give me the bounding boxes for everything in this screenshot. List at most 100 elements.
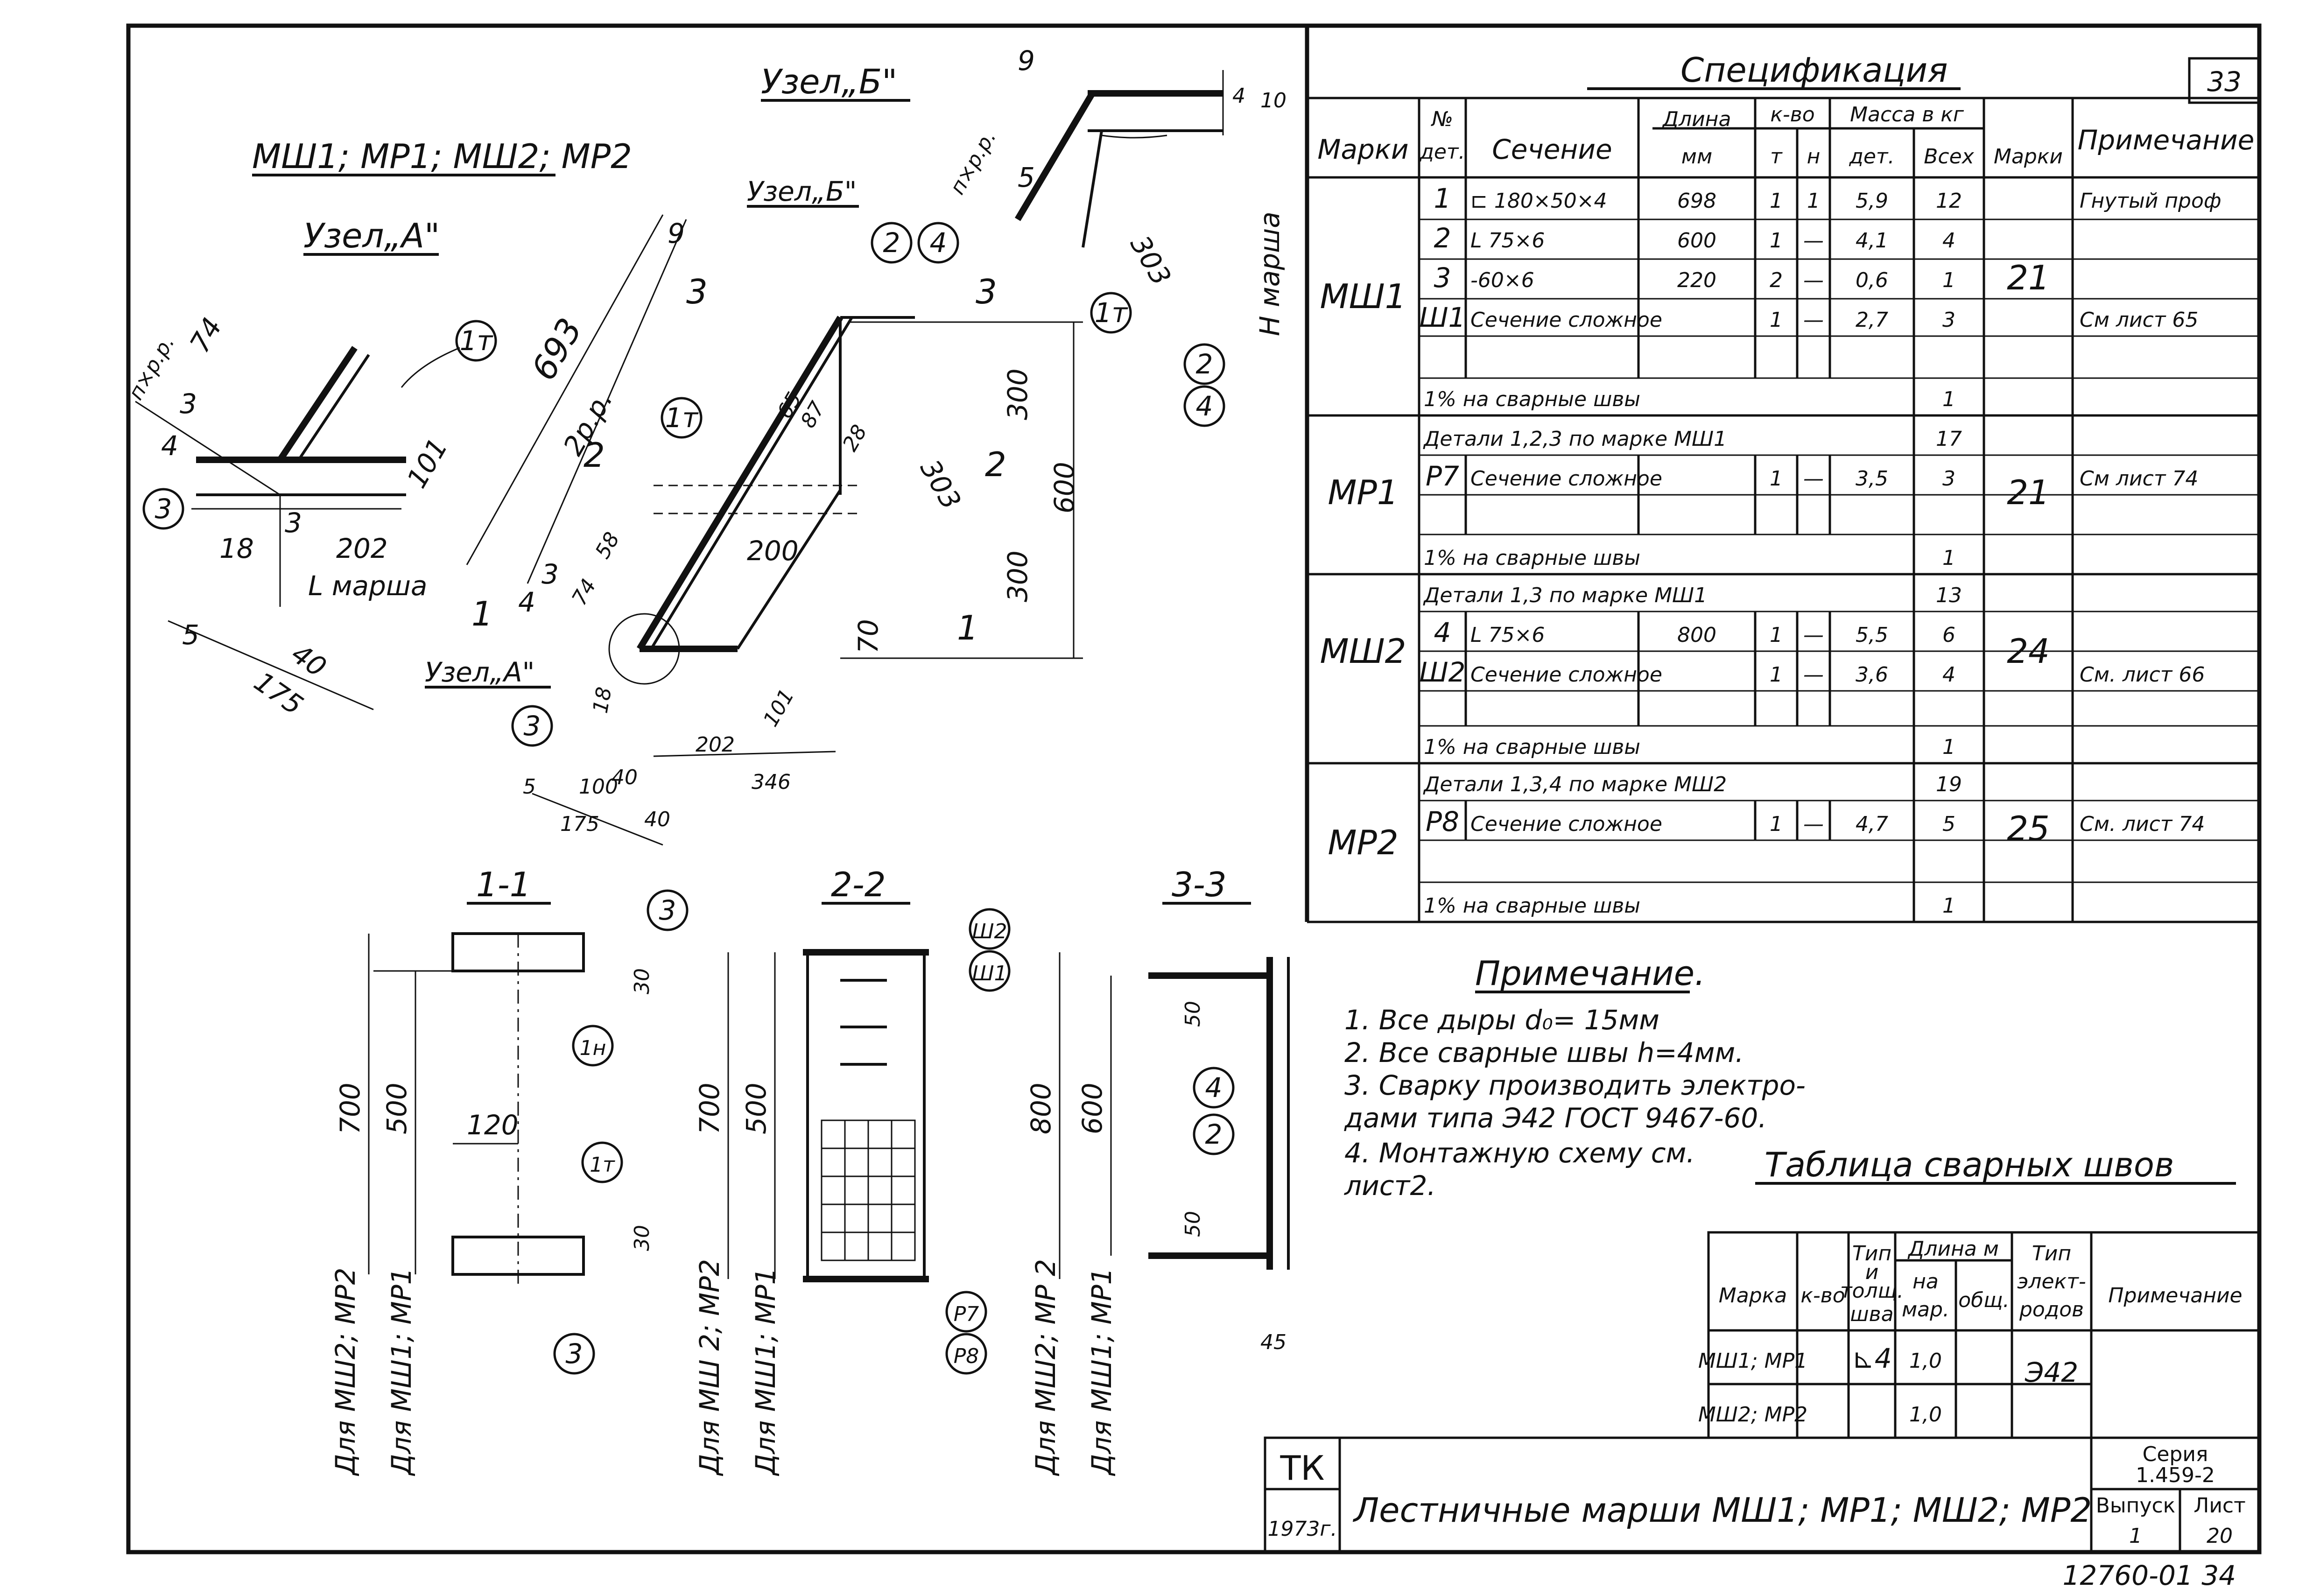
hdr-mm: мм [1681, 145, 1712, 169]
callout-3-node-a [142, 488, 184, 530]
year: 1973г. [1267, 1517, 1337, 1541]
dim-a-202: 202 [336, 533, 388, 564]
s33-label-mh1: Для МШ1; МР1 [1086, 1267, 1118, 1476]
svg-text:См. лист 66: См. лист 66 [2080, 663, 2205, 687]
svg-text:3: 3 [659, 894, 676, 926]
svg-text:2: 2 [883, 227, 900, 259]
sheet-number: 33 [2207, 66, 2242, 98]
callout-1t-node-a [455, 320, 497, 362]
svg-text:12: 12 [1936, 189, 1962, 213]
hdr-det: дет. [1419, 140, 1465, 164]
svg-text:Марки: Марки [1317, 134, 1408, 165]
callout-2-node-b [1183, 343, 1225, 385]
dim-a-3b: 3 [285, 507, 302, 539]
svg-text:Детали 1,3 по марке МШ1: Детали 1,3 по марке МШ1 [1423, 584, 1707, 607]
s22-label-mh1: Для МШ1; МР1 [750, 1267, 781, 1476]
svg-text:—: — [1803, 308, 1824, 332]
callout-1t-s11 [581, 1141, 623, 1183]
callout-2-s33 [1193, 1113, 1235, 1155]
callout-4 [917, 222, 959, 264]
svg-text:Детали 1,3,4 по марке МШ2: Детали 1,3,4 по марке МШ2 [1423, 773, 1727, 796]
weld-hdr-mar: мар. [1902, 1298, 1949, 1322]
mark-msh2: МШ2 [1320, 632, 1406, 671]
svg-text:1: 1 [1770, 663, 1783, 687]
svg-text:1: 1 [1770, 308, 1783, 332]
drawing-name: Лестничные марши МШ1; МР1; МШ2; МР2 [1352, 1491, 2092, 1530]
callout-3-s11-top [647, 889, 689, 931]
svg-text:45: 45 [1260, 1330, 1287, 1354]
dim-a-5: 5 [182, 619, 199, 651]
svg-text:28: 28 [838, 421, 872, 456]
svg-text:4,7: 4,7 [1856, 812, 1888, 836]
dim-200: 200 [747, 535, 799, 567]
section-1-1: 1-1 700 500 120 30 30 3 1н 1т 3 Для МШ2;… [330, 865, 689, 1476]
svg-text:18: 18 [589, 685, 617, 715]
callout-p7 [945, 1291, 987, 1333]
notes-block: Примечание. 1. Все дыры d₀= 15мм 2. Все … [1344, 954, 1806, 1202]
svg-text:—: — [1803, 663, 1824, 687]
section-mark-2-right: 2 [985, 445, 1006, 484]
svg-text:2: 2 [1196, 348, 1213, 380]
svg-text:1н: 1н [580, 1036, 606, 1060]
callout-1t-main [661, 397, 703, 439]
svg-text:Ш2: Ш2 [972, 920, 1007, 943]
node-drawings: МШ1; МР1; МШ2; МР2 Узел„А" Узел„Б" Узел„… [124, 45, 1287, 846]
callout-2 [871, 222, 913, 264]
svg-text:17: 17 [1936, 427, 1962, 451]
svg-text:—: — [1803, 467, 1824, 491]
svg-text:Ш1: Ш1 [1420, 302, 1466, 333]
svg-text:4: 4 [1942, 229, 1955, 253]
svg-text:4. Монтажную схему см.: 4. Монтажную схему см. [1344, 1137, 1695, 1169]
svg-text:5,5: 5,5 [1856, 623, 1888, 647]
dim-b-303: 303 [1124, 230, 1177, 291]
dim-600: 600 [1048, 462, 1080, 513]
svg-text:Р7: Р7 [954, 1302, 979, 1326]
svg-text:1,0: 1,0 [1909, 1403, 1942, 1427]
svg-text:1: 1 [1770, 189, 1783, 213]
svg-text:50: 50 [1181, 1211, 1205, 1237]
svg-text:2: 2 [1205, 1118, 1223, 1150]
svg-text:600: 600 [1677, 229, 1716, 253]
dim-b-hmarsha: Н марша [1254, 211, 1286, 336]
svg-text:74: 74 [567, 575, 601, 610]
svg-text:3: 3 [1942, 467, 1955, 491]
svg-text:—: — [1803, 268, 1824, 292]
svg-text:лист2.: лист2. [1344, 1170, 1436, 1202]
svg-text:346: 346 [752, 770, 791, 794]
dim-a-3: 3 [180, 388, 197, 420]
svg-text:3: 3 [566, 1338, 583, 1370]
svg-text:1: 1 [1770, 623, 1783, 647]
svg-text:175: 175 [560, 812, 599, 836]
svg-text:2: 2 [1770, 268, 1783, 292]
svg-text:70: 70 [852, 619, 884, 654]
callout-1t-node-b [1090, 292, 1132, 334]
svg-text:1% на сварные швы: 1% на сварные швы [1424, 894, 1640, 918]
svg-text:6: 6 [1942, 623, 1955, 647]
svg-text:к-во: к-во [1800, 1284, 1845, 1308]
svg-text:3,6: 3,6 [1856, 663, 1888, 687]
svg-text:Ш1: Ш1 [972, 962, 1007, 985]
section-mark-3-right: 3 [976, 272, 997, 311]
svg-text:1т: 1т [1095, 297, 1129, 329]
dim-a-18: 18 [219, 533, 254, 564]
weld-hdr-na: на [1912, 1270, 1939, 1294]
svg-text:700: 700 [694, 1083, 725, 1134]
section-mark-1-right: 1 [957, 608, 978, 647]
svg-text:3,5: 3,5 [1856, 467, 1888, 491]
dim-300-top: 300 [1002, 368, 1033, 420]
svg-text:500: 500 [740, 1083, 772, 1134]
svg-text:Сечение сложное: Сечение сложное [1470, 663, 1662, 687]
weld-hdr-type-3: толщ. [1840, 1279, 1904, 1303]
callout-1n-s11 [572, 1025, 614, 1067]
svg-text:58: 58 [591, 528, 624, 563]
svg-text:5: 5 [523, 775, 536, 799]
svg-text:3: 3 [1942, 308, 1955, 332]
svg-text:Всех: Всех [1924, 145, 1974, 169]
dim-a-lmarsha: L марша [308, 570, 427, 602]
svg-text:5,9: 5,9 [1856, 189, 1888, 213]
svg-text:30: 30 [630, 1225, 654, 1251]
section-3-3-title: 3-3 [1172, 865, 1227, 904]
svg-text:50: 50 [1181, 1001, 1205, 1027]
svg-text:См лист 65: См лист 65 [2080, 308, 2198, 332]
